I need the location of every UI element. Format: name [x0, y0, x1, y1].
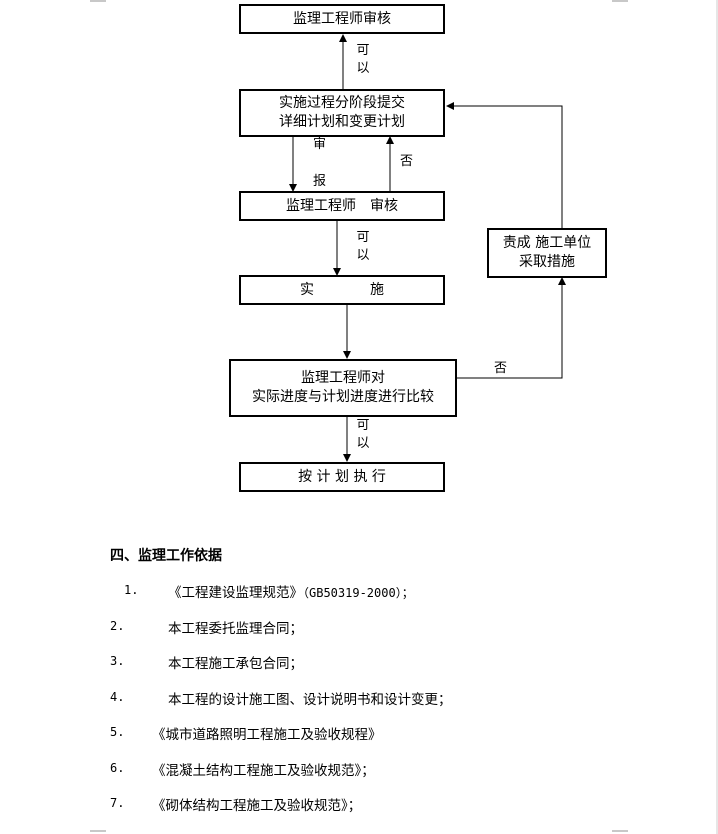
list-item: 《工程建设监理规范》（GB50319-2000）； [168, 581, 414, 601]
label-bao: 报 [313, 174, 327, 189]
label-shen: 审 [313, 137, 327, 152]
list-item-extra: （GB50319-2000）； [303, 586, 414, 600]
section-heading: 四、监理工作依据 [110, 548, 222, 564]
flow-box-supervisor-review-2: 监理工程师 审核 [239, 191, 445, 221]
list-item-number: 6. [110, 761, 125, 775]
flow-box-implement: 实 施 [239, 275, 445, 305]
flow-box-text-line1: 责成 施工单位 [502, 235, 592, 251]
label-fou-1: 否 [400, 154, 414, 169]
page-edge-right [716, 0, 718, 834]
label-ke-3: 可 以 [356, 418, 370, 451]
crop-mark-top-left [90, 0, 106, 2]
flow-box-execute-plan: 按 计 划 执 行 [239, 462, 445, 492]
flow-box-text: 按 计 划 执 行 [298, 468, 386, 485]
label-ke-1: 可 以 [356, 43, 370, 76]
list-item-number: 7. [110, 796, 125, 810]
list-item-number: 5. [110, 725, 125, 739]
flow-box-compare-progress: 监理工程师对 实际进度与计划进度进行比较 [229, 359, 457, 417]
flow-box-text-line1: 实施过程分阶段提交 [279, 95, 405, 111]
arrow-box5-to-box7 [457, 277, 566, 379]
list-item: 本工程施工承包合同； [168, 656, 303, 672]
list-item: 《混凝土结构工程施工及验收规范》； [152, 763, 375, 779]
label-fou-2: 否 [494, 361, 508, 376]
flow-box-text: 监理工程师审核 [293, 10, 391, 27]
flow-box-submit-plans: 实施过程分阶段提交 详细计划和变更计划 [239, 89, 445, 137]
list-item: 本工程的设计施工图、设计说明书和设计变更； [168, 692, 452, 708]
arrow-box7-to-box2 [446, 102, 563, 228]
crop-mark-bottom-right [612, 830, 628, 832]
flow-box-text: 实 施 [300, 281, 384, 298]
flow-box-text-line2: 实际进度与计划进度进行比较 [252, 389, 434, 405]
flow-box-text-line1: 监理工程师对 [301, 370, 385, 386]
list-item: 《砌体结构工程施工及验收规范》； [152, 798, 362, 814]
flow-box-take-measures: 责成 施工单位 采取措施 [487, 228, 607, 278]
crop-mark-bottom-left [90, 830, 106, 832]
list-item-number: 4. [110, 690, 125, 704]
list-item-number: 2. [110, 619, 125, 633]
flow-box-text-line2: 采取措施 [518, 254, 575, 270]
label-ke-2: 可 以 [356, 230, 370, 263]
flow-box-supervisor-review: 监理工程师审核 [239, 4, 445, 34]
crop-mark-top-right [612, 0, 628, 2]
list-item: 《城市道路照明工程施工及验收规程》 [152, 727, 382, 743]
flow-box-text: 监理工程师 审核 [286, 197, 398, 214]
flow-box-text-line2: 详细计划和变更计划 [279, 114, 405, 130]
list-item-number: 3. [110, 654, 125, 668]
list-item: 本工程委托监理合同； [168, 621, 303, 637]
list-item-number: 1. [124, 583, 139, 597]
list-item-text: 《工程建设监理规范》 [168, 585, 303, 601]
